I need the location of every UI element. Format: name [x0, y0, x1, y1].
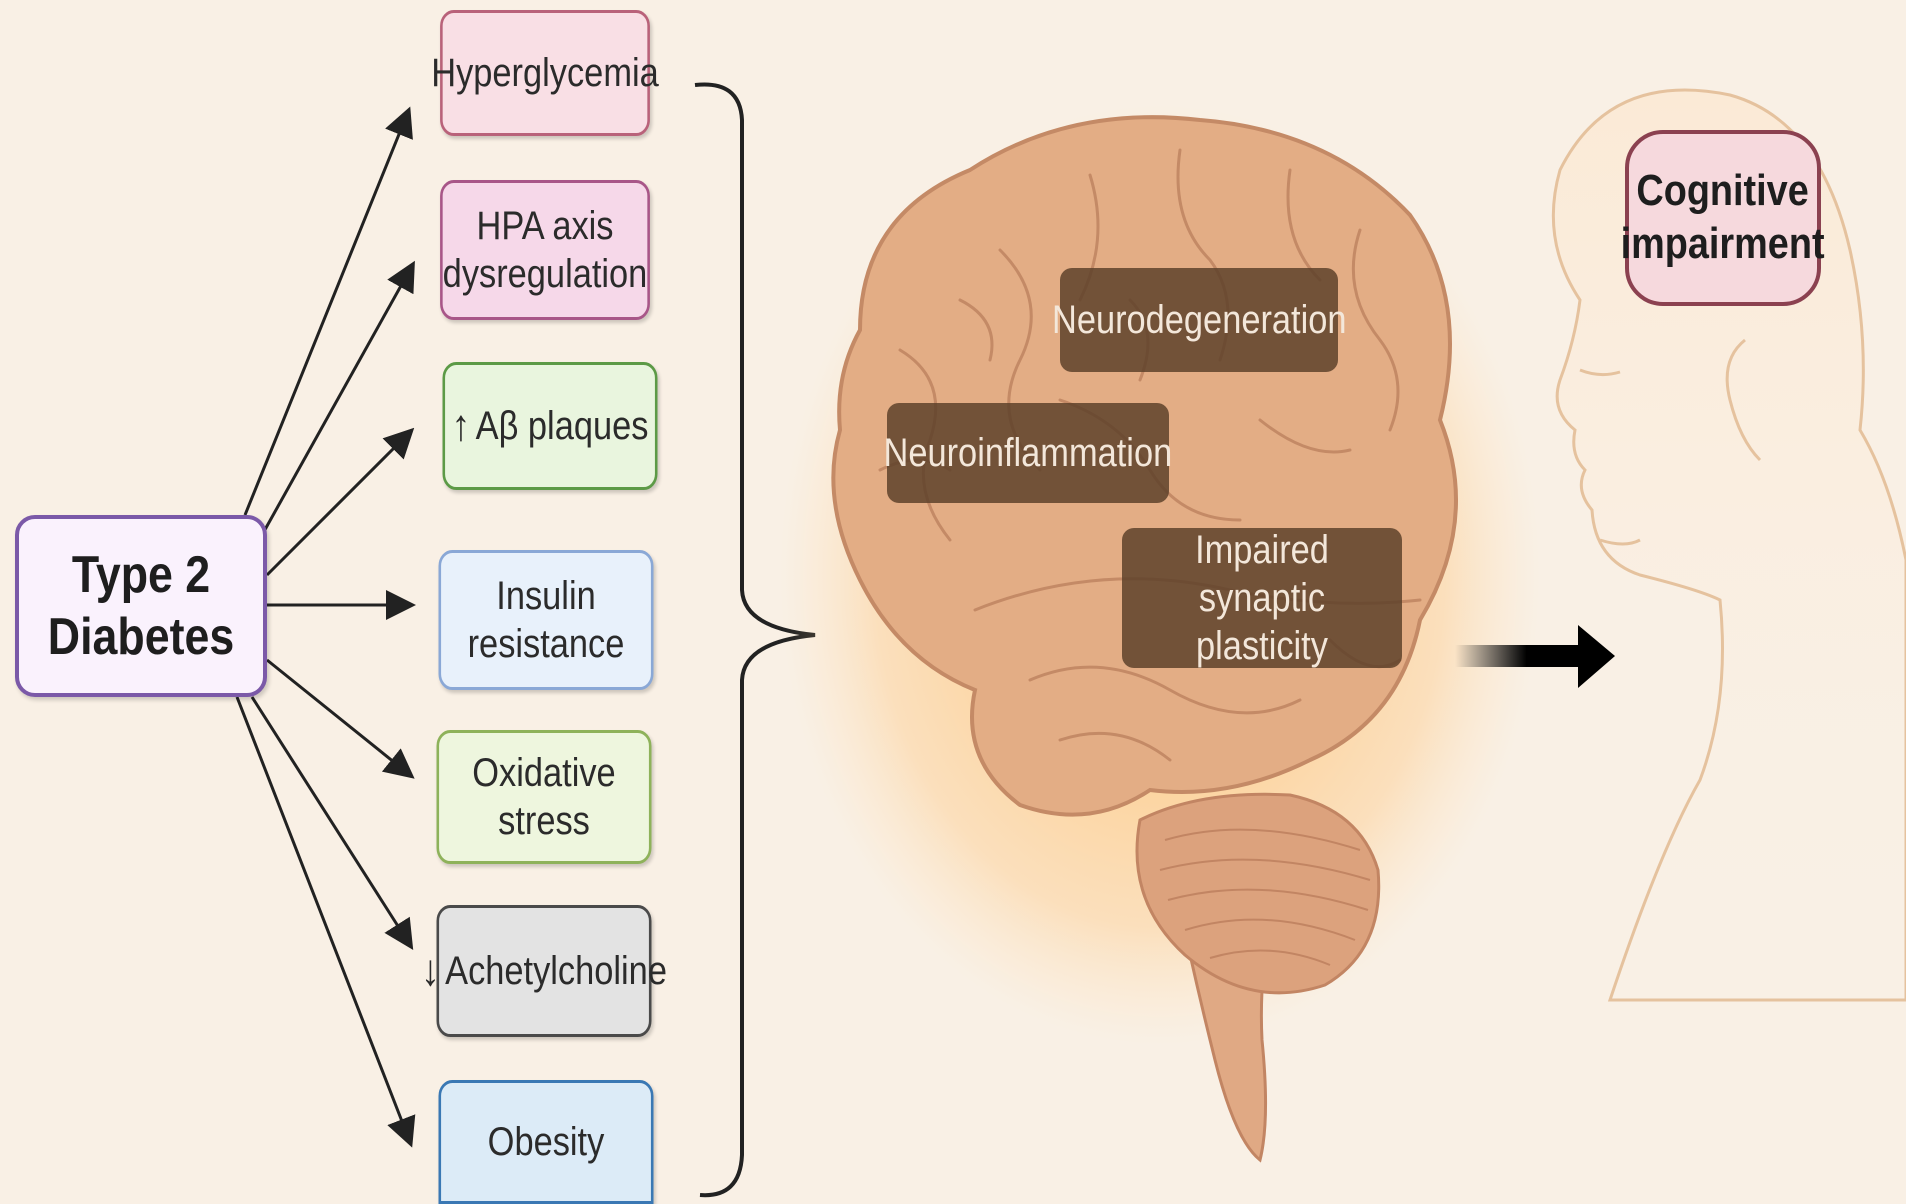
down-arrow-icon: ↓: [421, 945, 440, 998]
neuroinflammation-label: Neuroinflammation: [887, 403, 1169, 503]
factor-box-ach: ↓ Achetylcholine: [437, 905, 652, 1037]
arrow-to-obesity: [237, 697, 410, 1142]
arrow-to-ach: [252, 697, 410, 945]
type-2-diabetes-label: Type 2 Diabetes: [36, 544, 246, 669]
type-2-diabetes-box: Type 2 Diabetes: [15, 515, 267, 697]
factor-box-abeta: ↑ Aβ plaques: [443, 362, 658, 490]
arrow-to-oxidative: [267, 660, 410, 775]
factor-label-oxidative: Oxidative stress: [439, 749, 649, 845]
cognitive-impairment-label: Cognitive impairment: [1621, 165, 1825, 271]
factor-label-ach: Achetylcholine: [445, 947, 667, 995]
factor-label-obesity: Obesity: [488, 1118, 605, 1166]
factor-label-hpa: HPA axis dysregulation: [443, 202, 648, 298]
arrow-to-abeta: [267, 432, 410, 575]
arrow-to-hyperglycemia: [245, 112, 408, 515]
factor-box-hpa: HPA axis dysregulation: [440, 180, 650, 320]
impaired-synaptic-plasticity-label: Impaired synaptic plasticity: [1122, 528, 1402, 668]
factor-box-obesity: Obesity: [439, 1080, 654, 1204]
factor-label-insulin: Insulin resistance: [441, 572, 651, 668]
factor-label-abeta: Aβ plaques: [476, 402, 649, 450]
factor-label-hyperglycemia: Hyperglycemia: [431, 49, 658, 97]
neurodegeneration-label: Neurodegeneration: [1060, 268, 1338, 372]
cognitive-impairment-box: Cognitive impairment: [1625, 130, 1821, 306]
up-arrow-icon: ↑: [452, 400, 471, 453]
factor-box-hyperglycemia: Hyperglycemia: [440, 10, 650, 136]
arrow-to-hpa: [262, 266, 412, 535]
factor-box-oxidative: Oxidative stress: [437, 730, 652, 864]
factor-box-insulin: Insulin resistance: [439, 550, 654, 690]
